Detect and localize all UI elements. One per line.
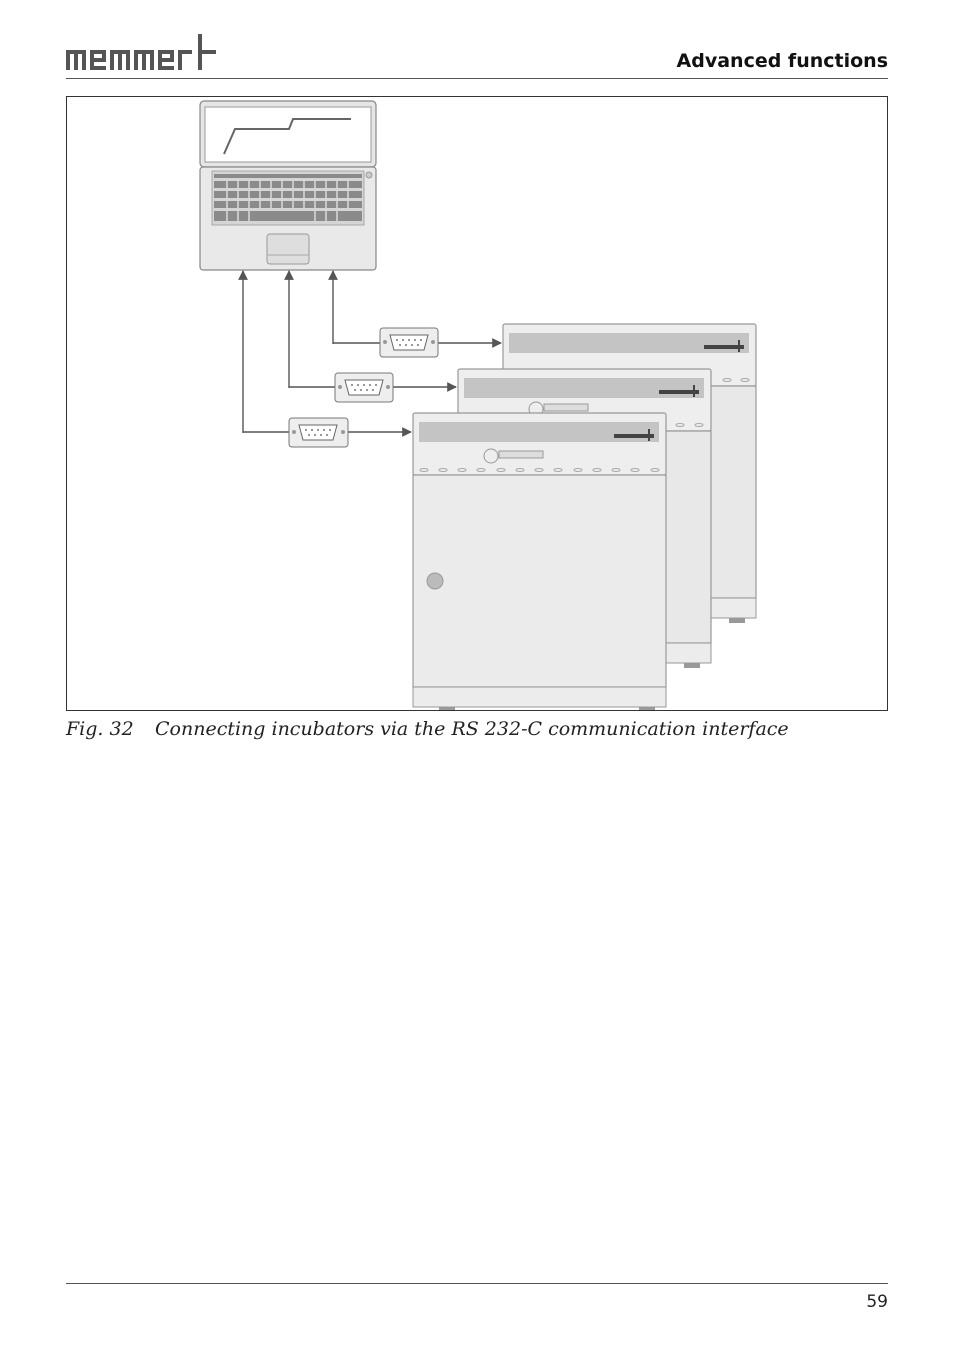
footer-divider (66, 1283, 888, 1284)
rs232-connector-icon (379, 327, 439, 358)
section-title: Advanced functions (676, 50, 888, 72)
figure-frame (66, 96, 888, 711)
laptop-icon (199, 100, 377, 271)
incubator-1 (412, 412, 667, 710)
rs232-connection-diagram (199, 100, 757, 710)
connection-lines (238, 270, 502, 437)
rs232-connector-icon (288, 417, 349, 448)
page-header: Advanced functions (66, 28, 888, 80)
figure-caption: Fig. 32 Connecting incubators via the RS… (66, 718, 888, 746)
figure-caption-text: Connecting incubators via the RS 232-C c… (155, 718, 789, 740)
memmert-logo (66, 34, 216, 70)
figure-number: Fig. 32 (66, 718, 134, 740)
page-number: 59 (866, 1292, 888, 1312)
header-divider (66, 78, 888, 79)
rs232-connector-icon (334, 372, 394, 403)
